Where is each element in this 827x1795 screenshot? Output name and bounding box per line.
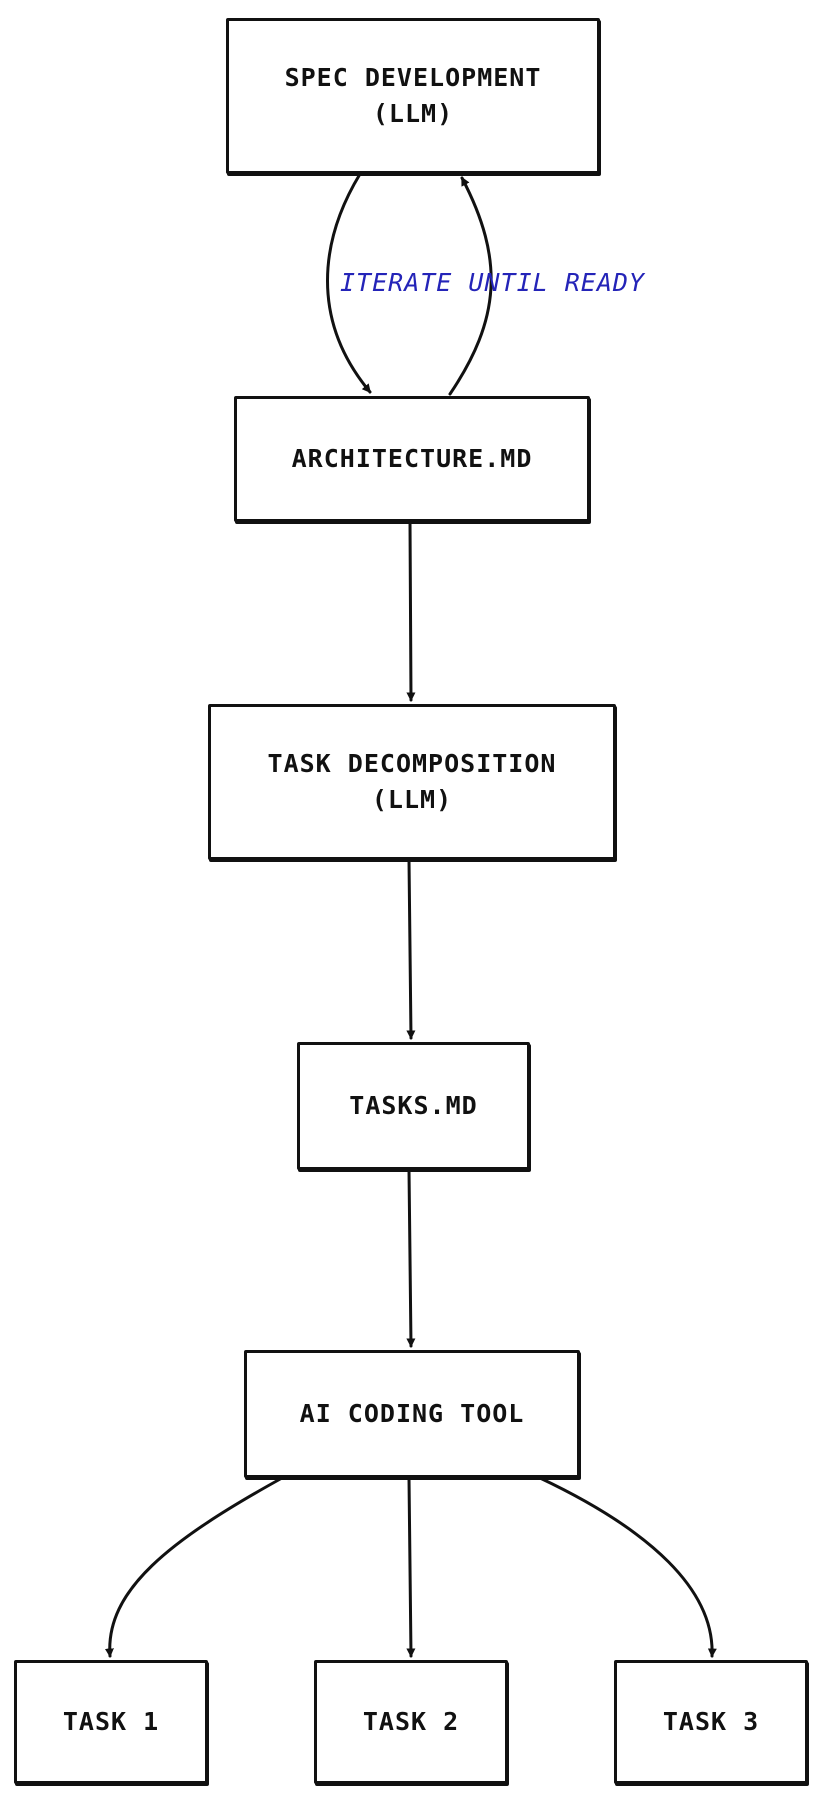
tasks-md-node: TASKS.MD [297,1042,530,1170]
task-2-node: TASK 2 [314,1660,508,1784]
task-2-title: TASK 2 [362,1707,460,1736]
task-1-node: TASK 1 [14,1660,208,1784]
spec-development-subtitle: (LLM) [372,99,454,128]
ai-coding-tool-node: AI CODING TOOL [244,1350,580,1478]
spec-development-title: SPEC DEVELOPMENT [284,63,542,92]
arrow-codingtool-to-task3 [538,1476,717,1658]
task-3-title: TASK 3 [662,1707,760,1736]
spec-development-node: SPEC DEVELOPMENT (LLM) [226,18,600,174]
architecture-md-node: ARCHITECTURE.MD [234,396,590,522]
architecture-md-title: ARCHITECTURE.MD [291,444,533,473]
arrow-architecture-to-spec [448,176,493,396]
arrow-decomposition-to-tasksmd [406,858,416,1040]
arrow-codingtool-to-task1 [104,1476,284,1658]
arrow-codingtool-to-task2 [406,1476,416,1658]
task-1-title: TASK 1 [62,1707,160,1736]
arrow-architecture-to-decomposition [406,520,416,702]
task-decomposition-subtitle: (LLM) [371,785,453,814]
arrow-spec-to-architecture [326,172,372,394]
task-decomposition-title: TASK DECOMPOSITION [267,749,557,778]
task-3-node: TASK 3 [614,1660,808,1784]
task-decomposition-node: TASK DECOMPOSITION (LLM) [208,704,616,860]
arrow-tasksmd-to-codingtool [406,1168,416,1348]
iterate-until-ready-label: ITERATE UNTIL READY [340,268,645,297]
tasks-md-title: TASKS.MD [349,1091,478,1120]
ai-coding-tool-title: AI CODING TOOL [299,1399,525,1428]
